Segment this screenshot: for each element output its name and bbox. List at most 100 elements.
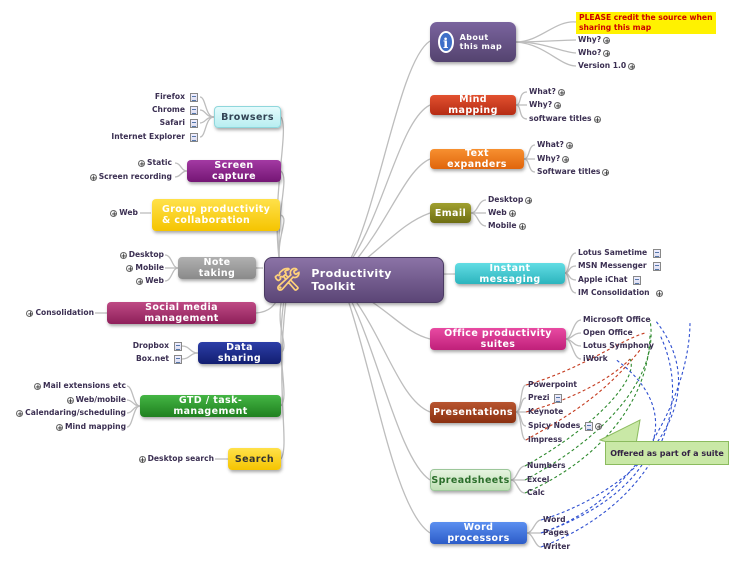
expand-icon[interactable]: + — [138, 159, 146, 168]
pres-impress[interactable]: Impress — [528, 435, 563, 444]
topic-spreadsheets[interactable]: Spreadsheets — [430, 469, 511, 491]
expand-icon[interactable]: + — [110, 209, 118, 218]
wp-word[interactable]: Word — [543, 515, 566, 524]
topic-word-processors[interactable]: Word processors — [430, 522, 527, 544]
note-icon[interactable] — [190, 118, 198, 128]
im-lotus-sametime[interactable]: Lotus Sametime — [578, 248, 662, 258]
browser-ie[interactable]: Internet Explorer — [100, 132, 198, 142]
im-msn-messenger[interactable]: MSN Messenger — [578, 261, 661, 271]
note-icon[interactable] — [190, 132, 198, 142]
browser-safari[interactable]: Safari — [100, 118, 198, 128]
expand-icon[interactable]: + — [34, 382, 42, 391]
browser-chrome[interactable]: Chrome — [100, 105, 198, 115]
note-icon[interactable] — [652, 261, 661, 271]
pres-spicy-nodes[interactable]: Spicy Nodes+ — [528, 421, 603, 431]
expand-icon[interactable]: + — [603, 49, 611, 58]
expand-icon[interactable]: + — [126, 264, 134, 273]
mind-mapping-titles[interactable]: software titles+ — [529, 114, 601, 124]
note-icon[interactable] — [585, 421, 594, 431]
screen-capture-recording[interactable]: +Screen recording — [89, 172, 172, 182]
group-web[interactable]: +Web — [110, 208, 138, 218]
note-icon[interactable] — [174, 341, 182, 351]
wp-pages[interactable]: Pages — [543, 528, 569, 537]
topic-social-media[interactable]: Social media management — [107, 302, 256, 324]
wp-writer[interactable]: Writer — [543, 542, 571, 551]
text-expanders-why[interactable]: Why?+ — [537, 154, 570, 164]
gtd-calendaring[interactable]: +Calendaring/scheduling — [16, 408, 126, 418]
expand-icon[interactable]: + — [603, 36, 611, 45]
pres-prezi[interactable]: Prezi — [528, 393, 563, 403]
suite-open-office[interactable]: Open Office — [583, 328, 633, 337]
im-apple-ichat[interactable]: Apple iChat — [578, 275, 642, 285]
note-desktop[interactable]: +Desktop — [119, 250, 164, 260]
topic-search[interactable]: Search — [228, 448, 281, 470]
note-icon[interactable] — [633, 275, 642, 285]
browser-firefox[interactable]: Firefox — [100, 92, 198, 102]
expand-icon[interactable]: + — [595, 422, 603, 431]
email-mobile[interactable]: Mobile+ — [488, 221, 526, 231]
data-boxnet[interactable]: Box.net — [110, 354, 182, 364]
sheet-numbers[interactable]: Numbers — [527, 461, 566, 470]
topic-browsers[interactable]: Browsers — [214, 106, 281, 128]
about-version[interactable]: Version 1.0+ — [578, 61, 636, 71]
note-mobile[interactable]: +Mobile — [126, 263, 164, 273]
expand-icon[interactable]: + — [562, 155, 570, 164]
about-why[interactable]: Why?+ — [578, 35, 611, 45]
expand-icon[interactable]: + — [508, 209, 516, 218]
topic-presentations[interactable]: Presentations — [430, 402, 516, 423]
expand-icon[interactable]: + — [136, 277, 144, 286]
gtd-mind-mapping[interactable]: +Mind mapping — [56, 422, 126, 432]
expand-icon[interactable]: + — [66, 396, 74, 405]
topic-about-this-map[interactable]: i About this map — [430, 22, 516, 62]
sheet-excel[interactable]: Excel — [527, 475, 550, 484]
pres-powerpoint[interactable]: Powerpoint — [528, 380, 577, 389]
expand-icon[interactable]: + — [16, 409, 24, 418]
social-consolidation[interactable]: +Consolidation — [26, 308, 94, 318]
expand-icon[interactable]: + — [89, 173, 97, 182]
topic-group-productivity[interactable]: Group productivity & collaboration — [152, 199, 280, 231]
email-web[interactable]: Web+ — [488, 208, 516, 218]
expand-icon[interactable]: + — [525, 196, 533, 205]
topic-text-expanders[interactable]: Text expanders — [430, 148, 524, 170]
gtd-web-mobile[interactable]: +Web/mobile — [66, 395, 126, 405]
expand-icon[interactable]: + — [593, 115, 601, 124]
topic-data-sharing[interactable]: Data sharing — [198, 342, 281, 364]
mind-mapping-what[interactable]: What?+ — [529, 87, 565, 97]
note-icon[interactable] — [653, 248, 662, 258]
central-topic[interactable]: 🛠 Productivity Toolkit — [264, 257, 444, 303]
expand-icon[interactable]: + — [518, 222, 526, 231]
note-icon[interactable] — [554, 393, 563, 403]
expand-icon[interactable]: + — [557, 88, 565, 97]
sheet-calc[interactable]: Calc — [527, 488, 545, 497]
text-expanders-titles[interactable]: Software titles+ — [537, 167, 610, 177]
about-who[interactable]: Who?+ — [578, 48, 611, 58]
topic-office-suites[interactable]: Office productivity suites — [430, 328, 566, 350]
gtd-mail-extensions[interactable]: +Mail extensions etc — [34, 381, 126, 391]
expand-icon[interactable]: + — [26, 309, 34, 318]
expand-icon[interactable]: + — [602, 168, 610, 177]
expand-icon[interactable]: + — [56, 423, 63, 432]
email-desktop[interactable]: Desktop+ — [488, 195, 533, 205]
note-icon[interactable] — [174, 354, 182, 364]
note-web[interactable]: +Web — [136, 276, 164, 286]
topic-mind-mapping[interactable]: Mind mapping — [430, 94, 516, 116]
topic-gtd[interactable]: GTD / task-management — [140, 395, 281, 417]
text-expanders-what[interactable]: What?+ — [537, 140, 573, 150]
topic-screen-capture[interactable]: Screen capture — [187, 160, 281, 182]
topic-email[interactable]: Email — [430, 203, 471, 223]
expand-icon[interactable]: + — [628, 62, 636, 71]
screen-capture-static[interactable]: +Static — [138, 158, 172, 168]
pres-keynote[interactable]: Keynote — [528, 407, 564, 416]
expand-icon[interactable]: + — [655, 289, 663, 298]
topic-note-taking[interactable]: Note taking — [178, 257, 256, 279]
suite-iwork[interactable]: iWork — [583, 354, 608, 363]
search-desktop[interactable]: +Desktop search — [138, 454, 214, 464]
expand-icon[interactable]: + — [565, 141, 573, 150]
im-consolidation[interactable]: IM Consolidation+ — [578, 288, 663, 298]
expand-icon[interactable]: + — [119, 251, 127, 260]
expand-icon[interactable]: + — [138, 455, 146, 464]
note-icon[interactable] — [190, 92, 198, 102]
note-icon[interactable] — [190, 105, 198, 115]
suite-microsoft-office[interactable]: Microsoft Office — [583, 315, 651, 324]
suite-lotus-symphony[interactable]: Lotus Symphony — [583, 341, 655, 350]
